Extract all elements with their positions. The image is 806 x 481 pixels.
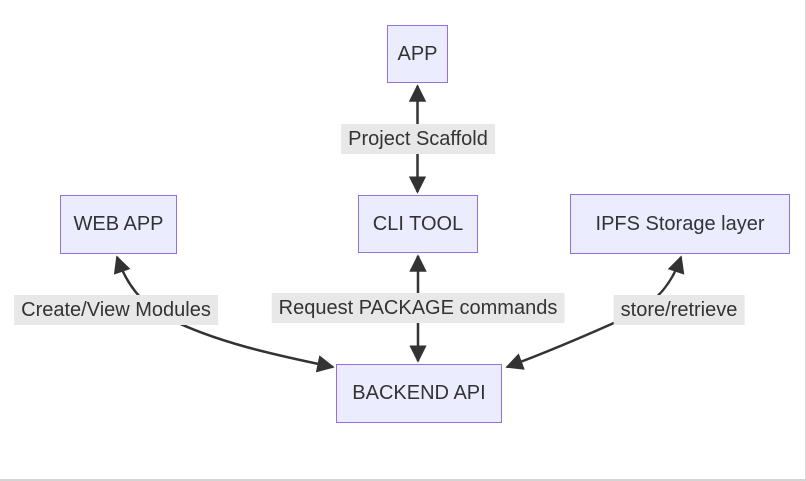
- edge-label-project-scaffold: Project Scaffold: [341, 124, 495, 154]
- node-ipfs-storage-layer-label: IPFS Storage layer: [595, 212, 765, 235]
- node-app: APP: [387, 25, 448, 83]
- edge-label-request-package-commands: Request PACKAGE commands: [271, 293, 565, 323]
- node-web-app-label: WEB APP: [73, 213, 164, 235]
- node-backend-api: BACKEND API: [336, 364, 502, 423]
- node-web-app: WEB APP: [60, 195, 177, 254]
- node-cli-tool: CLI TOOL: [358, 195, 478, 253]
- node-cli-tool-label: CLI TOOL: [372, 212, 464, 235]
- edge-label-create-view-modules: Create/View Modules: [14, 295, 218, 325]
- edge-label-store-retrieve: store/retrieve: [613, 295, 745, 325]
- node-ipfs-storage-layer: IPFS Storage layer: [570, 194, 790, 254]
- node-app-label: APP: [397, 42, 438, 65]
- node-backend-api-label: BACKEND API: [352, 382, 486, 404]
